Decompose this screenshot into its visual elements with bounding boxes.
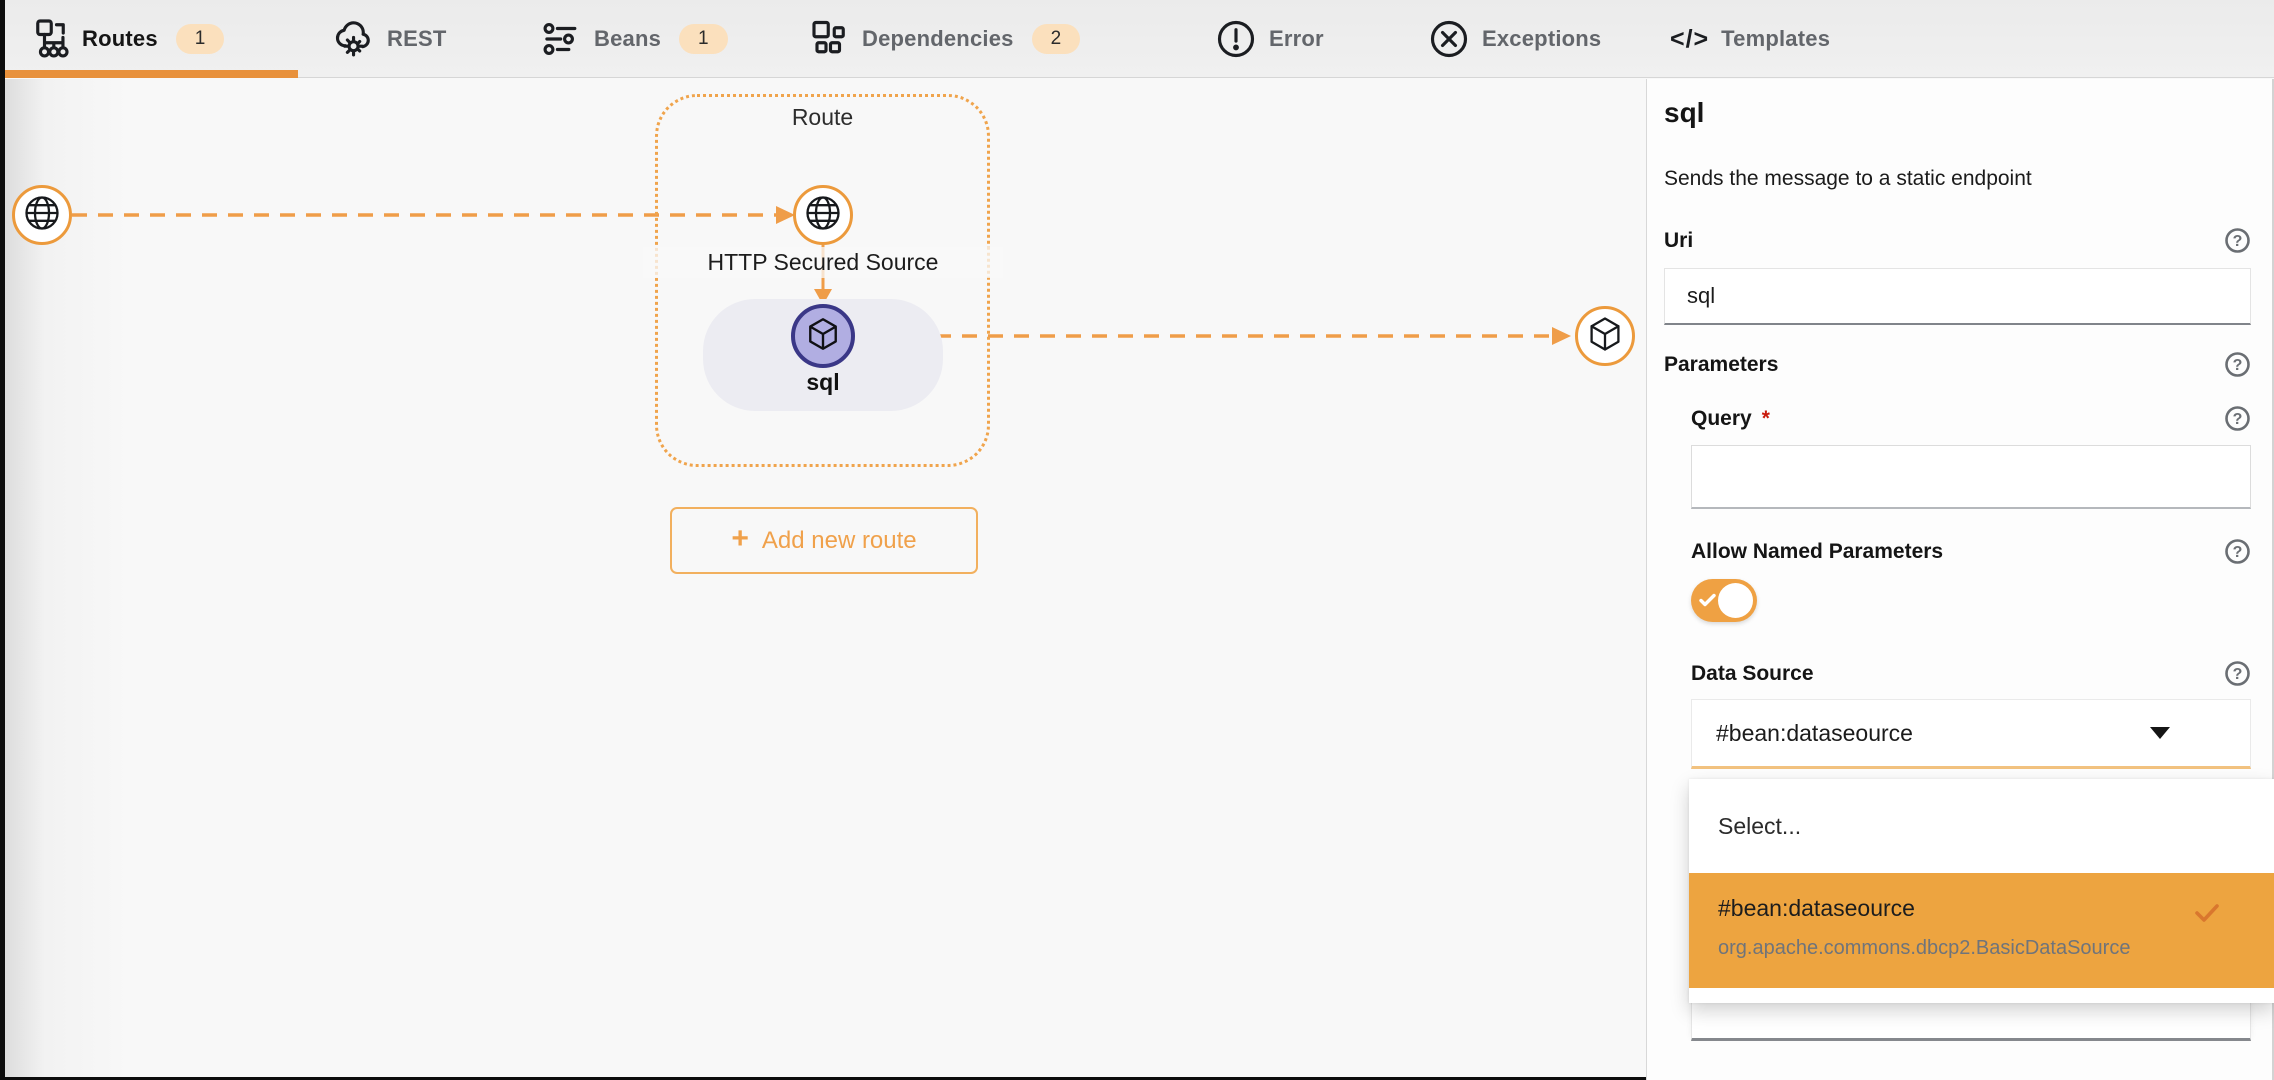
data-source-label: Data Source xyxy=(1691,662,1814,685)
svg-text:?: ? xyxy=(2233,411,2243,428)
routes-icon xyxy=(28,18,70,60)
data-source-dropdown-menu: Select... #bean:dataseource org.apache.c… xyxy=(1689,779,2274,1003)
sql-processor-node[interactable] xyxy=(791,304,855,368)
http-secured-source-node[interactable] xyxy=(793,185,853,245)
route-container[interactable] xyxy=(655,94,990,467)
route-canvas[interactable]: Route HTTP Secured Source sql xyxy=(0,79,1646,1080)
tab-label: Error xyxy=(1269,26,1324,51)
check-icon xyxy=(1699,593,1716,607)
svg-text:?: ? xyxy=(2233,357,2243,374)
tab-badge: 1 xyxy=(679,24,728,54)
globe-icon xyxy=(803,193,843,238)
external-source-node[interactable] xyxy=(12,185,72,245)
error-alert-icon xyxy=(1215,18,1257,60)
tab-badge: 2 xyxy=(1031,24,1081,54)
tab-label: Templates xyxy=(1721,26,1831,51)
svg-text:?: ? xyxy=(2233,666,2243,683)
tab-routes[interactable]: Routes 1 xyxy=(28,0,225,78)
clipped-help-icon xyxy=(2085,1075,2111,1080)
add-route-label: Add new route xyxy=(761,526,917,554)
tab-label: Exceptions xyxy=(1482,26,1602,51)
required-asterisk: * xyxy=(1761,407,1770,430)
parameters-section-label: Parameters xyxy=(1664,353,1779,376)
window-bottom-edge xyxy=(0,1077,1646,1080)
uri-label: Uri xyxy=(1664,229,1694,252)
tab-templates[interactable]: </> Templates xyxy=(1670,0,1830,78)
selected-check-icon xyxy=(2195,904,2219,922)
allow-named-parameters-label: Allow Named Parameters xyxy=(1691,540,1944,563)
data-source-help-icon[interactable]: ? xyxy=(2224,660,2251,687)
tab-rest[interactable]: REST xyxy=(333,0,446,78)
add-new-route-button[interactable]: + Add new route xyxy=(670,507,978,574)
uri-help-icon[interactable]: ? xyxy=(2224,227,2251,254)
plus-icon: + xyxy=(731,522,749,555)
sql-node-label: sql xyxy=(806,369,840,395)
tab-label: REST xyxy=(387,26,447,51)
tab-error[interactable]: Error xyxy=(1215,0,1324,78)
external-target-node[interactable] xyxy=(1575,306,1635,366)
allow-named-parameters-toggle[interactable] xyxy=(1691,579,1757,622)
rest-cloud-icon xyxy=(333,18,375,60)
tab-beans[interactable]: Beans 1 xyxy=(540,0,728,78)
select-value: #bean:dataseource xyxy=(1716,719,1913,746)
tab-label: Beans xyxy=(594,26,662,51)
option-label: #bean:dataseource xyxy=(1718,895,1915,921)
parameters-help-icon[interactable]: ? xyxy=(2224,351,2251,378)
panel-description: Sends the message to a static endpoint xyxy=(1664,167,2032,190)
allow-named-parameters-help-icon[interactable]: ? xyxy=(2224,538,2251,565)
cube-icon xyxy=(1585,314,1625,359)
chevron-down-icon xyxy=(2150,727,2170,739)
tab-badge: 1 xyxy=(175,24,225,54)
beans-sliders-icon xyxy=(540,18,582,60)
window-left-edge xyxy=(0,0,5,1080)
active-tab-underline xyxy=(5,70,298,78)
panel-title: sql xyxy=(1664,97,1705,128)
connection-lines xyxy=(72,206,1571,345)
properties-panel: sql Sends the message to a static endpoi… xyxy=(1646,79,2274,1080)
tab-label: Dependencies xyxy=(862,26,1014,51)
exceptions-circle-x-icon xyxy=(1428,18,1470,60)
route-container-label: Route xyxy=(791,104,854,130)
dropdown-option-bean-datasource[interactable]: #bean:dataseource org.apache.commons.dbc… xyxy=(1689,873,2274,988)
cube-icon xyxy=(804,315,842,358)
tab-bar: Routes 1 REST Beans 1 Dependencies 2 xyxy=(0,0,2274,78)
query-textarea[interactable] xyxy=(1691,445,2251,509)
query-label: Query* xyxy=(1691,407,1770,430)
svg-text:?: ? xyxy=(2233,233,2243,250)
dependencies-icon xyxy=(808,18,850,60)
toggle-knob xyxy=(1718,583,1753,618)
tab-label: Routes xyxy=(82,26,158,51)
tab-exceptions[interactable]: Exceptions xyxy=(1428,0,1601,78)
data-source-select[interactable]: #bean:dataseource xyxy=(1691,699,2251,769)
query-help-icon[interactable]: ? xyxy=(2224,405,2251,432)
code-brackets-icon: </> xyxy=(1670,24,1710,53)
globe-icon xyxy=(22,193,62,238)
svg-text:?: ? xyxy=(2233,544,2243,561)
dropdown-option-select[interactable]: Select... xyxy=(1718,812,1802,839)
tab-dependencies[interactable]: Dependencies 2 xyxy=(808,0,1081,78)
uri-input[interactable] xyxy=(1664,268,2251,325)
option-sublabel: org.apache.commons.dbcp2.BasicDataSource xyxy=(1718,937,2131,959)
source-node-label: HTTP Secured Source xyxy=(643,247,1003,278)
